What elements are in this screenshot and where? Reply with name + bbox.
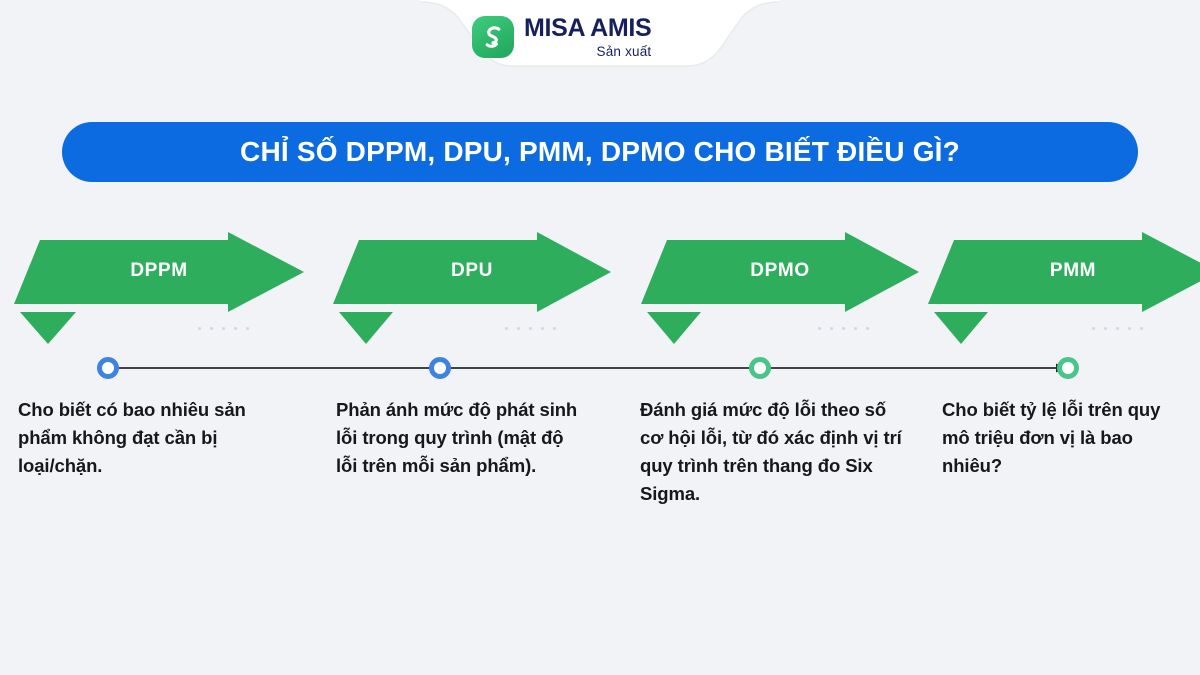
step-arrow-4: PMM	[928, 232, 1200, 344]
step-arrow-3: DPMO	[641, 232, 919, 344]
timeline-axis	[0, 350, 1200, 390]
page-title-banner: CHỈ SỐ DPPM, DPU, PMM, DPMO CHO BIẾT ĐIỀ…	[62, 122, 1138, 182]
timeline-node-3[interactable]	[749, 357, 771, 379]
step-arrow-2: DPU	[333, 232, 611, 344]
timeline-node-4[interactable]	[1057, 357, 1079, 379]
dot-decoration-2	[505, 322, 556, 334]
timeline-node-1[interactable]	[97, 357, 119, 379]
brand-tagline: Sản xuất	[596, 43, 652, 59]
dot-decoration-4	[1092, 322, 1143, 334]
page-title: CHỈ SỐ DPPM, DPU, PMM, DPMO CHO BIẾT ĐIỀ…	[240, 136, 960, 167]
step-description-4: Cho biết tỷ lệ lỗi trên quy mô triệu đơn…	[942, 399, 1161, 477]
step-description-3: Đánh giá mức độ lỗi theo số cơ hội lỗi, …	[640, 399, 902, 505]
brand-logo: MISA AMIS Sản xuất	[472, 11, 728, 63]
dot-decoration-3	[818, 322, 869, 334]
step-description-2: Phản ánh mức độ phát sinh lỗi trong quy …	[336, 399, 578, 477]
timeline-node-2[interactable]	[429, 357, 451, 379]
misa-swoosh-icon	[472, 16, 514, 58]
brand-name: MISA AMIS	[524, 13, 652, 42]
dot-decoration-1	[198, 322, 249, 334]
step-arrow-1: DPPM	[14, 232, 304, 344]
step-description-1: Cho biết có bao nhiêu sản phẩm không đạt…	[18, 399, 246, 477]
